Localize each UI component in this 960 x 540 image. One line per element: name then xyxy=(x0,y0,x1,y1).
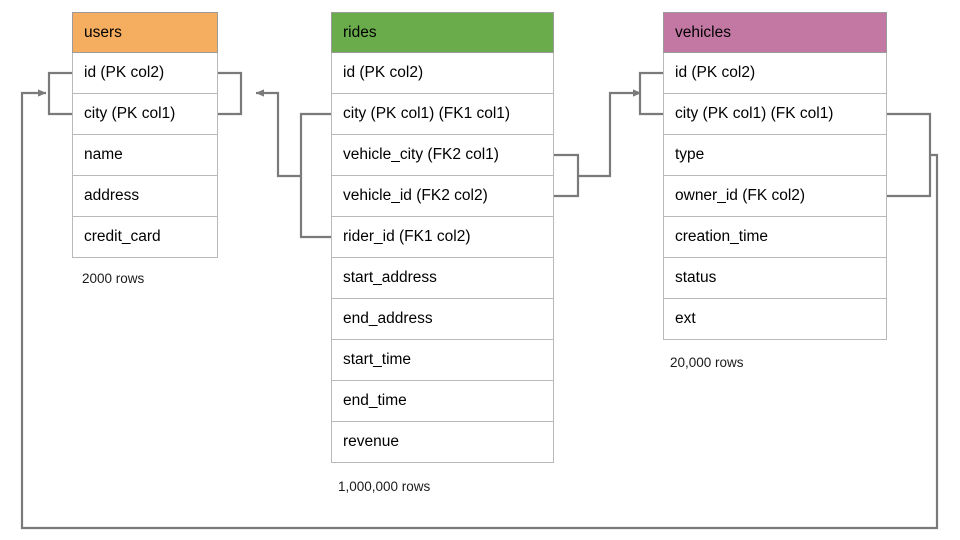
column-label: start_address xyxy=(343,269,437,286)
column-label: name xyxy=(84,146,123,163)
link-vehicles-fk-users-bracket xyxy=(887,112,932,198)
column-label: creation_time xyxy=(675,228,769,245)
column-vehicles-city[interactable]: city (PK col1) (FK col1) xyxy=(663,94,887,135)
entity-rides[interactable]: rides id (PK col2) city (PK col1) (FK1 c… xyxy=(331,12,554,463)
column-label: credit_card xyxy=(84,228,161,245)
column-rides-vehicle-id[interactable]: vehicle_id (FK2 col2) xyxy=(331,176,554,217)
users-target-bracket xyxy=(47,71,72,116)
column-users-address[interactable]: address xyxy=(72,176,218,217)
column-label: end_address xyxy=(343,310,433,327)
column-label: rider_id (FK1 col2) xyxy=(343,228,471,245)
column-label: start_time xyxy=(343,351,412,368)
column-label: owner_id (FK col2) xyxy=(675,187,806,204)
column-rides-end-time[interactable]: end_time xyxy=(331,381,554,422)
rowcount-vehicles: 20,000 rows xyxy=(670,355,744,370)
column-rides-revenue[interactable]: revenue xyxy=(331,422,554,463)
column-vehicles-id[interactable]: id (PK col2) xyxy=(663,53,887,94)
column-rides-city[interactable]: city (PK col1) (FK1 col1) xyxy=(331,94,554,135)
column-label: type xyxy=(675,146,705,163)
column-label: city (PK col1) (FK1 col1) xyxy=(343,105,511,122)
entity-users[interactable]: users id (PK col2) city (PK col1) name a… xyxy=(72,12,218,258)
column-label: city (PK col1) xyxy=(84,105,176,122)
column-label: ext xyxy=(675,310,696,327)
link-rides-fk1-users xyxy=(299,112,331,239)
column-label: id (PK col2) xyxy=(675,64,756,81)
entity-users-header: users xyxy=(72,12,218,53)
column-label: city (PK col1) (FK col1) xyxy=(675,105,834,122)
column-rides-start-time[interactable]: start_time xyxy=(331,340,554,381)
entity-users-title: users xyxy=(84,23,122,41)
column-vehicles-status[interactable]: status xyxy=(663,258,887,299)
column-label: id (PK col2) xyxy=(343,64,424,81)
link-rides-fk1-users-run xyxy=(255,89,301,178)
column-rides-rider-id[interactable]: rider_id (FK1 col2) xyxy=(331,217,554,258)
entity-vehicles[interactable]: vehicles id (PK col2) city (PK col1) (FK… xyxy=(663,12,887,340)
column-label: id (PK col2) xyxy=(84,64,165,81)
column-users-name[interactable]: name xyxy=(72,135,218,176)
column-rides-id[interactable]: id (PK col2) xyxy=(331,53,554,94)
column-users-city[interactable]: city (PK col1) xyxy=(72,94,218,135)
entity-rides-title: rides xyxy=(343,23,377,41)
column-users-id[interactable]: id (PK col2) xyxy=(72,53,218,94)
link-rides-fk2-vehicles-run xyxy=(578,89,642,178)
column-label: vehicle_city (FK2 col1) xyxy=(343,146,499,163)
vehicles-target-bracket xyxy=(638,71,663,116)
entity-rides-header: rides xyxy=(331,12,554,53)
column-vehicles-ext[interactable]: ext xyxy=(663,299,887,340)
column-rides-end-address[interactable]: end_address xyxy=(331,299,554,340)
column-label: end_time xyxy=(343,392,407,409)
column-vehicles-creation-time[interactable]: creation_time xyxy=(663,217,887,258)
rowcount-rides: 1,000,000 rows xyxy=(338,479,431,494)
link-rides-fk2-vehicles xyxy=(554,153,580,198)
rowcount-users: 2000 rows xyxy=(82,271,145,286)
column-label: status xyxy=(675,269,717,286)
column-vehicles-type[interactable]: type xyxy=(663,135,887,176)
column-label: address xyxy=(84,187,140,204)
column-label: vehicle_id (FK2 col2) xyxy=(343,187,488,204)
entity-vehicles-title: vehicles xyxy=(675,23,731,41)
column-label: revenue xyxy=(343,433,400,450)
column-rides-vehicle-city[interactable]: vehicle_city (FK2 col1) xyxy=(331,135,554,176)
users-right-bracket xyxy=(218,71,243,116)
entity-vehicles-header: vehicles xyxy=(663,12,887,53)
column-vehicles-owner-id[interactable]: owner_id (FK col2) xyxy=(663,176,887,217)
column-users-credit-card[interactable]: credit_card xyxy=(72,217,218,258)
column-rides-start-address[interactable]: start_address xyxy=(331,258,554,299)
